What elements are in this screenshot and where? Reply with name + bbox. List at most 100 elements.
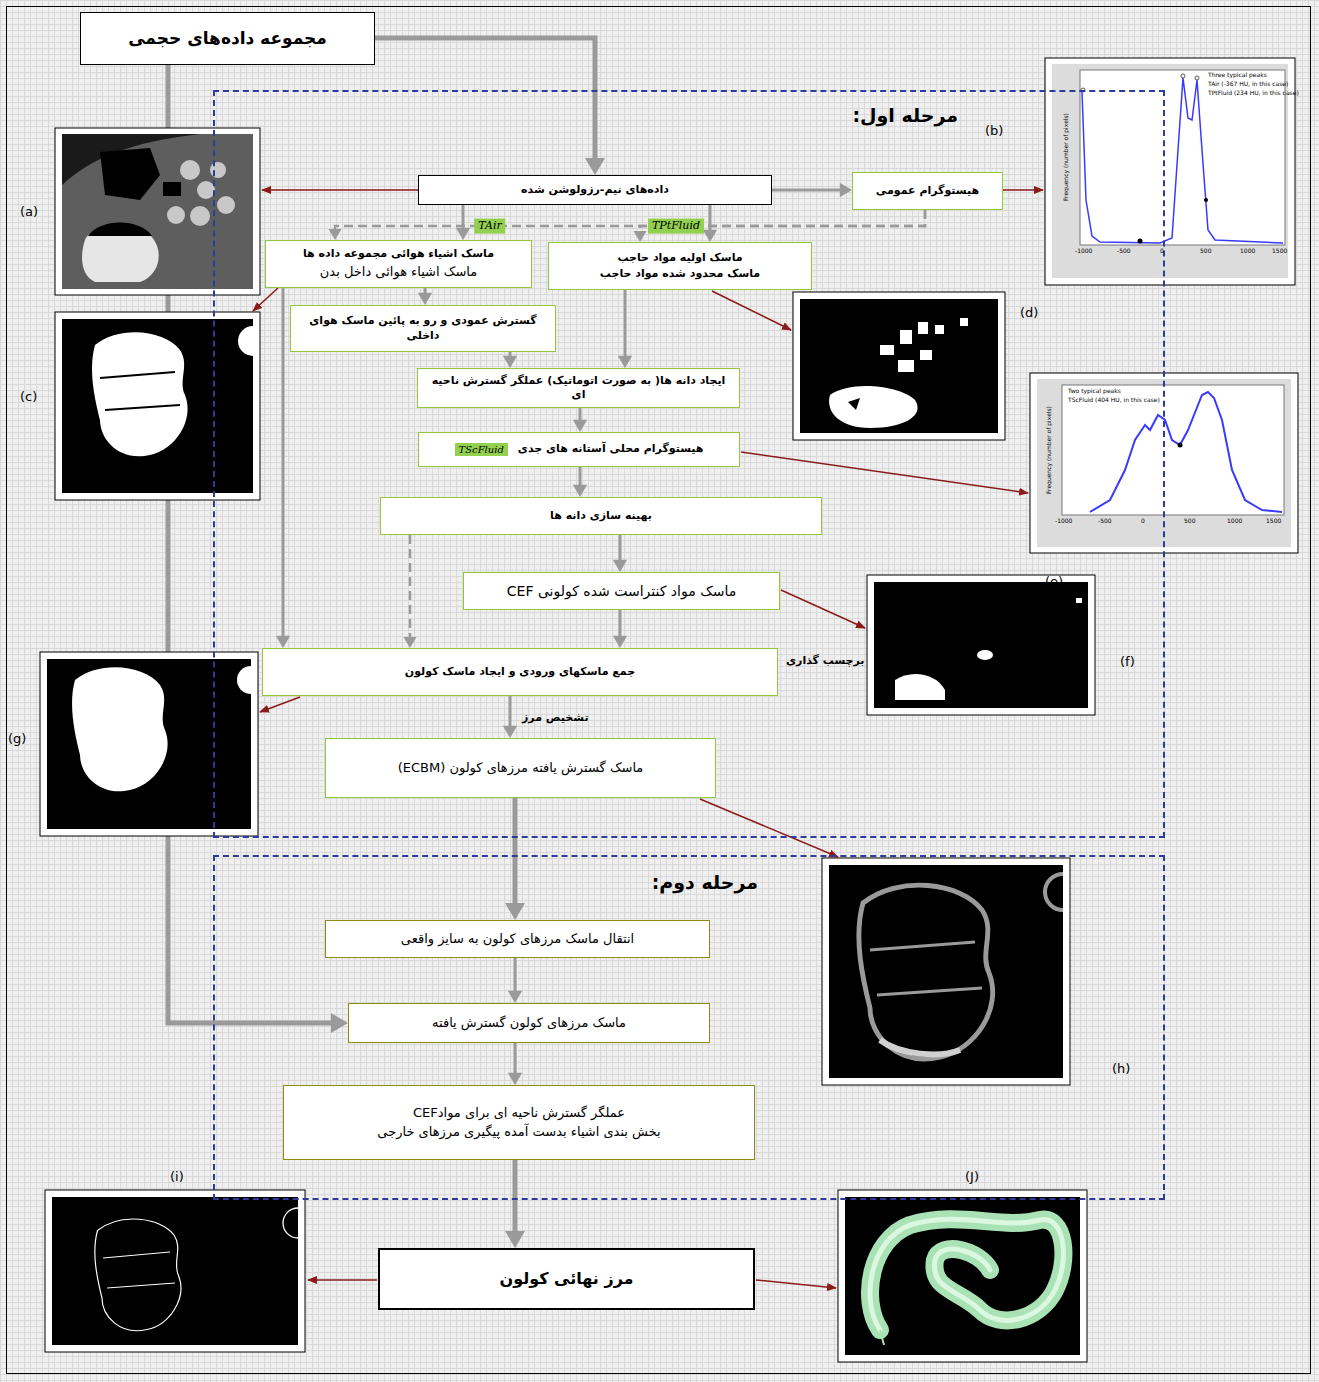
ct-slice-image-part [62, 134, 253, 289]
leader-arrows-part [260, 697, 300, 712]
ct-slice-image-part [217, 196, 235, 214]
colon-mask-image-part [72, 667, 168, 791]
leader-arrows-part [253, 288, 278, 311]
ct-slice-image-part [88, 223, 152, 237]
step-note: برچسب گذاری [786, 655, 865, 667]
axis-tick: 0 [1160, 248, 1164, 255]
stage-panel: مرحله اول: داده‌های نیم-رزولوشن شده هیستوگ… [213, 90, 1165, 838]
cef-mask-image-part [895, 674, 945, 700]
callout-letter: (f) [1120, 655, 1135, 669]
axis-tick: 500 [1200, 248, 1211, 255]
flow-line [514, 958, 517, 993]
leader-arrows-part [756, 1280, 836, 1288]
axis-tick: -500 [1098, 518, 1112, 525]
arrow-head [418, 293, 432, 305]
contrast-mask-image-part [880, 345, 894, 355]
stage-title: مرحله اول: [852, 104, 958, 126]
callout-letter: (e) [1045, 575, 1063, 589]
air-mask-image-part [55, 312, 260, 500]
ct-slice-image [55, 128, 260, 295]
local-histogram-plot-part [1062, 385, 1284, 515]
arrow-head [618, 356, 632, 368]
leader-arrows-part [262, 189, 418, 191]
arrow-head [508, 991, 522, 1003]
flow-arrow [503, 696, 517, 738]
final-boundary-image-part [95, 1219, 181, 1331]
flow-line [579, 467, 582, 487]
flow-arrow [573, 467, 587, 497]
flow-arrow [772, 183, 852, 197]
final-boundary-image-part [283, 1208, 298, 1238]
arrow-head [276, 636, 290, 648]
arrow-head [613, 560, 627, 572]
arrow-head [840, 183, 852, 197]
process-box: مجموعه داده‌های حجمی [80, 12, 375, 65]
plot-legend: Two typical peaks [1068, 388, 1121, 395]
arrow-head [505, 1231, 525, 1248]
flow-line [375, 38, 595, 161]
leader-arrows-part [712, 291, 791, 330]
ct-slice-image-part [190, 206, 210, 226]
arrow-head [503, 356, 517, 368]
node-text: هیستوگرام محلی آستانه های جدی [518, 442, 704, 456]
node-text: داده‌های نیم-رزولوشن شده [521, 183, 669, 197]
node-text: عملگر گسترش ناحیه ای برای موادCEF [413, 1105, 625, 1122]
air-mask-image-part [92, 332, 188, 456]
contrast-mask-image-part [900, 330, 912, 344]
axis-tick: 0 [1141, 518, 1145, 525]
node-text: بهینه سازی دانه ها [550, 509, 652, 523]
node-text: ماسک مواد کنتراست شده کولونی CEF [507, 582, 736, 600]
arrow-head [505, 903, 525, 920]
air-mask-image [55, 312, 260, 500]
colon-mask-image-part [40, 652, 258, 836]
arrow-head [703, 230, 717, 242]
arrow-head [613, 636, 627, 648]
ct-slice-image-part [163, 182, 181, 196]
callout-letter: (i) [170, 1170, 184, 1184]
axis-tick: 500 [1184, 518, 1195, 525]
ecbm-image-part [829, 865, 1063, 1078]
contrast-mask-image-part [829, 386, 918, 428]
node-text: گسترش عمودی و رو به پائین ماسک هوای داخل… [299, 314, 547, 343]
global-histogram-plot-part [1082, 78, 1283, 243]
leader-arrows-part [741, 452, 1028, 493]
node-text: مرز نهائی کولون [500, 1269, 634, 1290]
contrast-mask-image-part [800, 299, 998, 433]
leader-arrows-part [781, 590, 865, 628]
leader-arrows-part [700, 799, 838, 857]
air-mask-image-part [62, 319, 253, 493]
node-text: جمع ماسکهای ورودی و ایجاد ماسک کولون [405, 665, 635, 679]
process-box: بهینه سازی دانه ها [380, 497, 822, 535]
ecbm-image-part [859, 885, 993, 1059]
cef-mask-image-part [867, 575, 1095, 715]
flow-line [514, 1043, 517, 1075]
axis-tick: 1500 [1266, 518, 1281, 525]
contrast-mask-image-part [848, 398, 860, 410]
callout-letter: (h) [1112, 1062, 1130, 1076]
ecbm-image-part [880, 1040, 960, 1054]
process-box: گسترش عمودی و رو به پائین ماسک هوای داخل… [290, 305, 556, 352]
global-histogram-plot-part [1138, 239, 1143, 244]
leader-arrows-part [308, 1279, 377, 1281]
contrast-mask-image-part [793, 292, 1005, 440]
node-text: بخش بندی اشیاء بدست آمده پیگیری مرزهای خ… [377, 1124, 660, 1141]
arrow-head [508, 1073, 522, 1085]
threshold-badge: TScFluid [455, 443, 508, 457]
contrast-mask-image-part [960, 318, 968, 326]
ct-slice-image-part [55, 128, 260, 295]
edge-label: تشخیص مرز [522, 711, 589, 724]
threshold-badge: TAir [474, 219, 505, 234]
process-box: جمع ماسکهای ورودی و ایجاد ماسک کولون [262, 648, 778, 696]
arrow-head [331, 1013, 348, 1033]
flow-arrow [418, 288, 432, 305]
node-text: ایجاد دانه ها( به صورت اتوماتیک) عملگر گ… [426, 374, 731, 403]
cef-mask-image [867, 575, 1095, 715]
flow-arrow [573, 408, 587, 432]
air-mask-image-part [238, 326, 253, 356]
axis-label: Frequency (number of pixels) [1063, 113, 1070, 201]
flow-arrow [404, 535, 417, 648]
global-histogram-plot-part [1052, 64, 1288, 278]
final-boundary-image [45, 1190, 305, 1352]
colon-mask-image-part [47, 659, 251, 829]
